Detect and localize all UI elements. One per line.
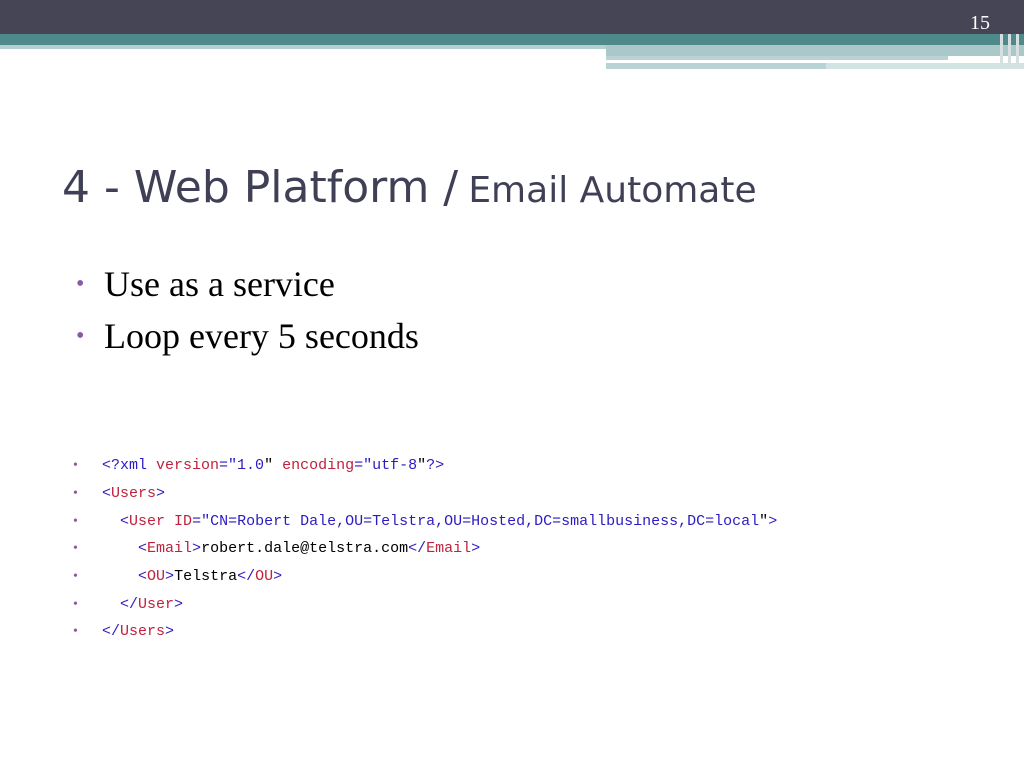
code-token: " <box>417 457 427 474</box>
code-token: < <box>138 568 148 586</box>
code-text: <User ID="CN=Robert Dale,OU=Telstra,OU=H… <box>102 513 777 530</box>
code-token <box>102 596 120 613</box>
header-accent-bar <box>1000 34 1003 68</box>
code-token: =" <box>354 457 373 474</box>
code-token: Users <box>120 622 166 640</box>
bullet-icon: • <box>73 458 78 473</box>
bullet-item: • Loop every 5 seconds <box>74 310 419 362</box>
code-line: • </Users> <box>73 619 777 645</box>
code-token: Telstra <box>174 568 238 586</box>
code-token: version <box>156 457 220 474</box>
code-token: < <box>120 512 130 530</box>
code-token: </ <box>120 595 139 613</box>
code-token: > <box>471 540 481 558</box>
header-band-dark <box>0 0 1024 34</box>
code-token: encoding <box>282 457 355 474</box>
bullet-list: • Use as a service • Loop every 5 seconds <box>74 258 419 362</box>
header-accent-bar <box>1008 34 1011 68</box>
bullet-icon: • <box>76 271 85 297</box>
code-text: <?xml version="1.0" encoding="utf-8"?> <box>102 457 444 474</box>
code-token: Email <box>426 540 472 558</box>
code-token: OU <box>255 568 274 586</box>
code-line: • <Users> <box>73 480 777 508</box>
header-accent-bar <box>1016 34 1019 68</box>
code-token: 1.0 <box>237 457 265 474</box>
bullet-icon: • <box>73 513 78 529</box>
bullet-item: • Use as a service <box>74 258 419 310</box>
code-line: • <Email>robert.dale@telstra.com</Email> <box>73 535 777 563</box>
bullet-icon: • <box>73 596 78 612</box>
bullet-icon: • <box>73 623 78 639</box>
slide-title-main: 4 - Web Platform / <box>62 162 459 213</box>
slide-title: 4 - Web Platform / Email Automate <box>62 160 757 219</box>
code-line: • </User> <box>73 591 777 619</box>
code-token: User <box>138 595 175 613</box>
code-token: > <box>165 622 175 640</box>
code-token: > <box>768 512 778 530</box>
code-token: </ <box>408 540 427 558</box>
code-token: =" <box>192 512 211 530</box>
code-token: " <box>759 512 769 530</box>
header-band-teal <box>0 34 1024 45</box>
code-token: Email <box>147 540 193 558</box>
code-line: • <User ID="CN=Robert Dale,OU=Telstra,OU… <box>73 508 777 536</box>
code-token: User <box>129 512 175 530</box>
header-accent-stripe <box>826 63 1024 69</box>
code-token <box>102 513 120 530</box>
code-token <box>102 540 138 557</box>
code-token: > <box>192 540 202 558</box>
code-token: < <box>138 540 148 558</box>
header-band-light <box>0 45 1024 49</box>
code-token: > <box>174 595 184 613</box>
code-text: </Users> <box>102 623 174 640</box>
bullet-text: Use as a service <box>104 264 335 304</box>
code-token: > <box>165 568 175 586</box>
bullet-text: Loop every 5 seconds <box>104 316 419 356</box>
bullet-icon: • <box>73 569 78 585</box>
code-line: •<?xml version="1.0" encoding="utf-8"?> <box>73 452 777 480</box>
code-line: • <OU>Telstra</OU> <box>73 563 777 591</box>
code-token: > <box>273 568 283 586</box>
bullet-icon: • <box>73 541 78 557</box>
bullet-icon: • <box>76 323 85 349</box>
code-token <box>102 568 138 585</box>
code-token: <?xml <box>102 457 157 474</box>
code-text: </User> <box>102 596 183 613</box>
code-token: </ <box>237 568 256 586</box>
code-text: <OU>Telstra</OU> <box>102 568 282 585</box>
code-token: > <box>156 484 166 502</box>
code-text: <Users> <box>102 485 165 502</box>
page-number: 15 <box>970 12 990 34</box>
code-text: <Email>robert.dale@telstra.com</Email> <box>102 540 480 557</box>
code-token: </ <box>102 622 121 640</box>
header-accent-block <box>606 45 1024 56</box>
slide-title-sub: Email Automate <box>468 170 757 211</box>
code-token: =" <box>219 457 238 474</box>
code-token: utf-8 <box>372 457 418 474</box>
code-token: CN=Robert Dale,OU=Telstra,OU=Hosted,DC=s… <box>210 512 760 530</box>
code-token: ?> <box>426 457 445 474</box>
bullet-icon: • <box>73 485 78 501</box>
code-token: robert.dale@telstra.com <box>201 540 409 558</box>
code-token: ID <box>174 512 193 530</box>
header-accent-stripe <box>606 63 826 69</box>
header-accent-stripe <box>606 56 948 60</box>
code-token: Users <box>111 484 157 502</box>
xml-code-list: •<?xml version="1.0" encoding="utf-8"?>•… <box>73 452 777 645</box>
code-token: " <box>264 457 283 474</box>
code-token: < <box>102 484 112 502</box>
code-token: OU <box>147 568 166 586</box>
